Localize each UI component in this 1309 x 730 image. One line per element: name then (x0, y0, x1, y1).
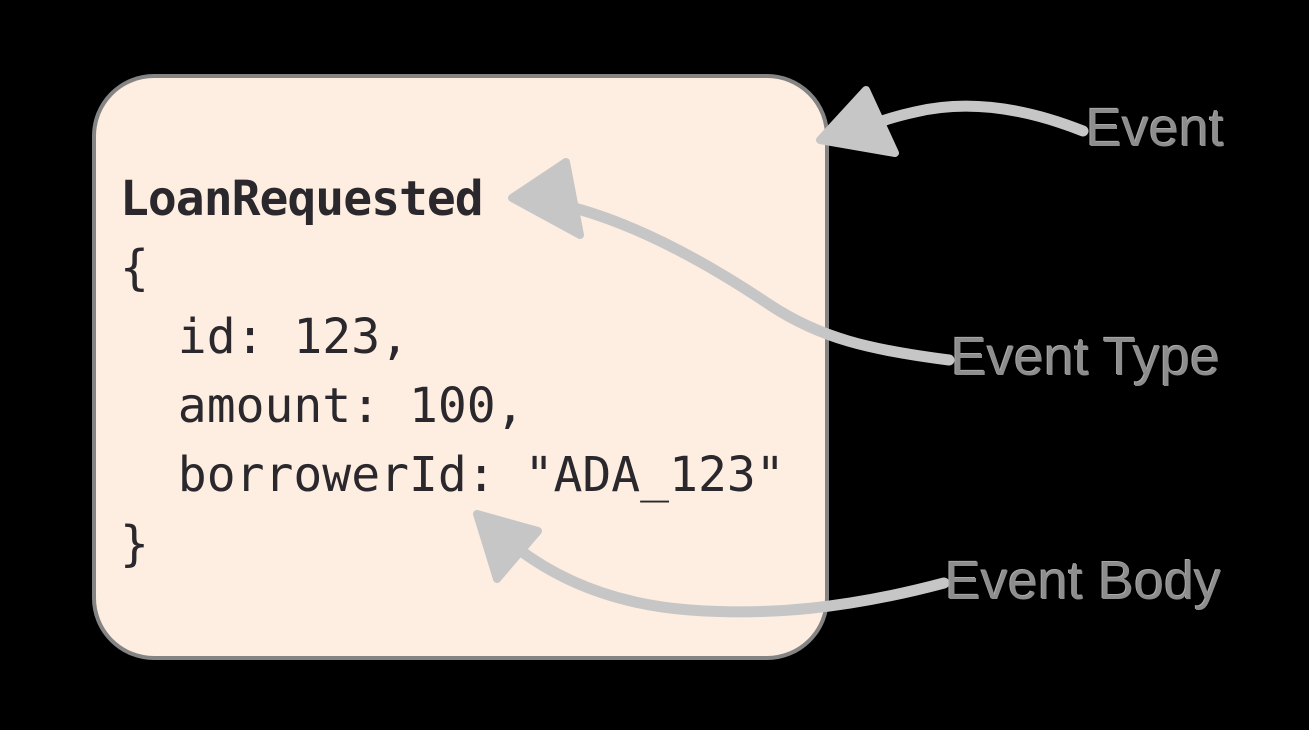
event-type-name: LoanRequested (120, 171, 484, 227)
event-body-line: } (120, 516, 149, 572)
event-arrow-icon (816, 86, 1089, 157)
annotation-label-event-type: Event Type (951, 327, 1221, 387)
event-body-line: borrowerId: "ADA_123" (120, 447, 785, 503)
event-code-block: LoanRequested { id: 123, amount: 100, bo… (120, 165, 785, 579)
event-body-line: amount: 100, (120, 378, 525, 434)
event-body-line: id: 123, (120, 309, 409, 365)
annotation-label-event: Event (1086, 98, 1225, 158)
annotation-label-event-body: Event Body (945, 551, 1222, 611)
event-body-line: { (120, 240, 149, 296)
